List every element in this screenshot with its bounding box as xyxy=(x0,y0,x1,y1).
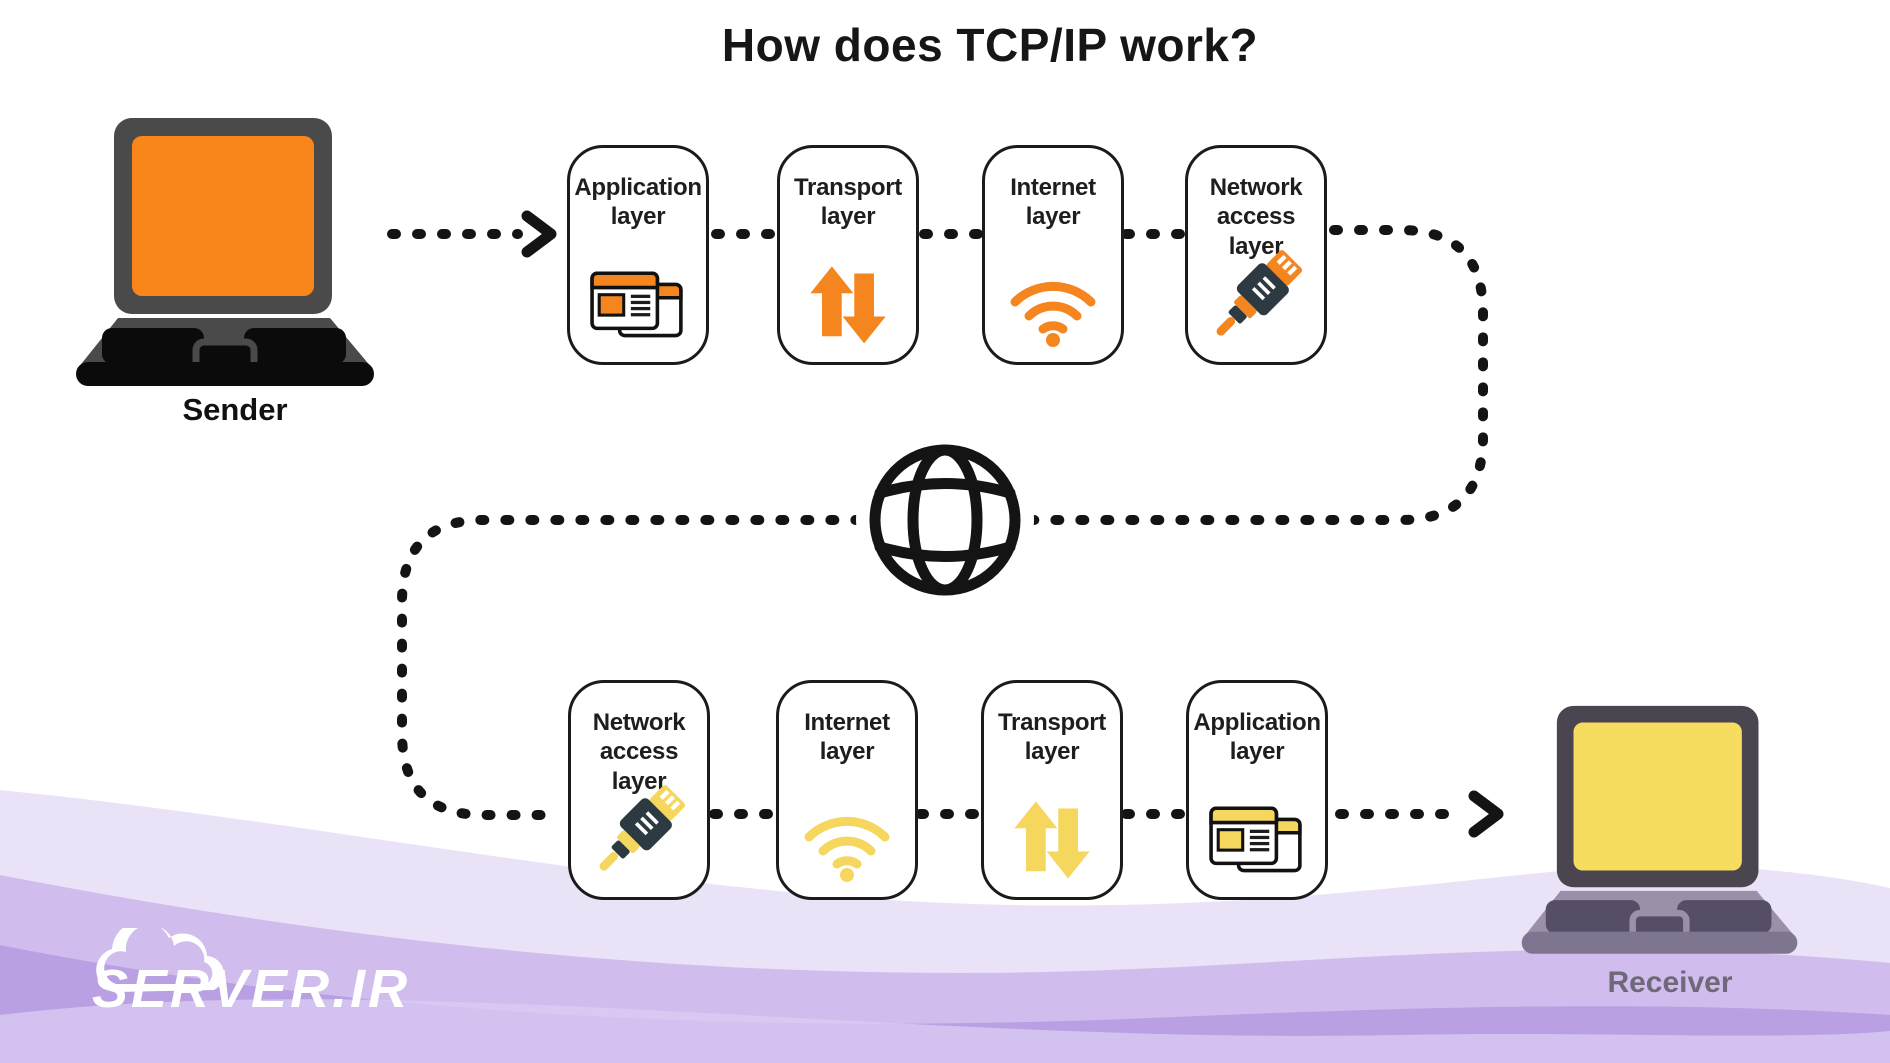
ethernet-plug-icon xyxy=(599,785,686,871)
sender-arrowhead-icon xyxy=(521,210,557,258)
globe-icon xyxy=(856,431,1034,609)
layer-box-network-access-sender: Network access layer xyxy=(1185,145,1327,365)
layer-label: Application layer xyxy=(574,174,702,231)
wave-overlay xyxy=(0,999,1890,1063)
wifi-signal-icon xyxy=(804,816,890,882)
receiver-laptop-icon xyxy=(1521,705,1798,954)
layer-box-internet-sender: Internet layer xyxy=(982,145,1124,365)
browser-windows-icon xyxy=(1209,806,1302,873)
receiver-label: Receiver xyxy=(1607,966,1733,999)
layer-box-network-access-receiver: Network access layer xyxy=(568,680,710,900)
layer-label: Transport layer xyxy=(998,709,1106,766)
up-down-arrows-icon xyxy=(1014,801,1090,879)
layer-label: Network access layer xyxy=(1209,174,1303,260)
sender-laptop-icon xyxy=(76,118,374,386)
layer-label: Internet layer xyxy=(804,709,890,766)
wifi-signal-icon xyxy=(1010,281,1096,347)
layer-box-application-receiver: Application layer xyxy=(1186,680,1328,900)
layer-box-application-sender: Application layer xyxy=(567,145,709,365)
layer-box-transport-receiver: Transport layer xyxy=(981,680,1123,900)
layer-box-transport-sender: Transport layer xyxy=(777,145,919,365)
layer-label: Internet layer xyxy=(1010,174,1096,231)
logo: SERVER.IR xyxy=(92,928,410,1016)
up-down-arrows-icon xyxy=(810,266,886,344)
ethernet-plug-icon xyxy=(1216,250,1303,336)
layer-label: Network access layer xyxy=(592,709,686,795)
cloud-icon xyxy=(96,928,224,992)
background-waves xyxy=(0,790,1890,1063)
layer-label: Application layer xyxy=(1193,709,1321,766)
layer-box-internet-receiver: Internet layer xyxy=(776,680,918,900)
receiver-arrowhead-icon xyxy=(1468,790,1504,838)
network-route-path xyxy=(397,225,1488,820)
layer-label: Transport layer xyxy=(794,174,902,231)
sender-label: Sender xyxy=(182,392,288,427)
browser-windows-icon xyxy=(590,271,683,338)
page-title: How does TCP/IP work? xyxy=(721,19,1259,71)
